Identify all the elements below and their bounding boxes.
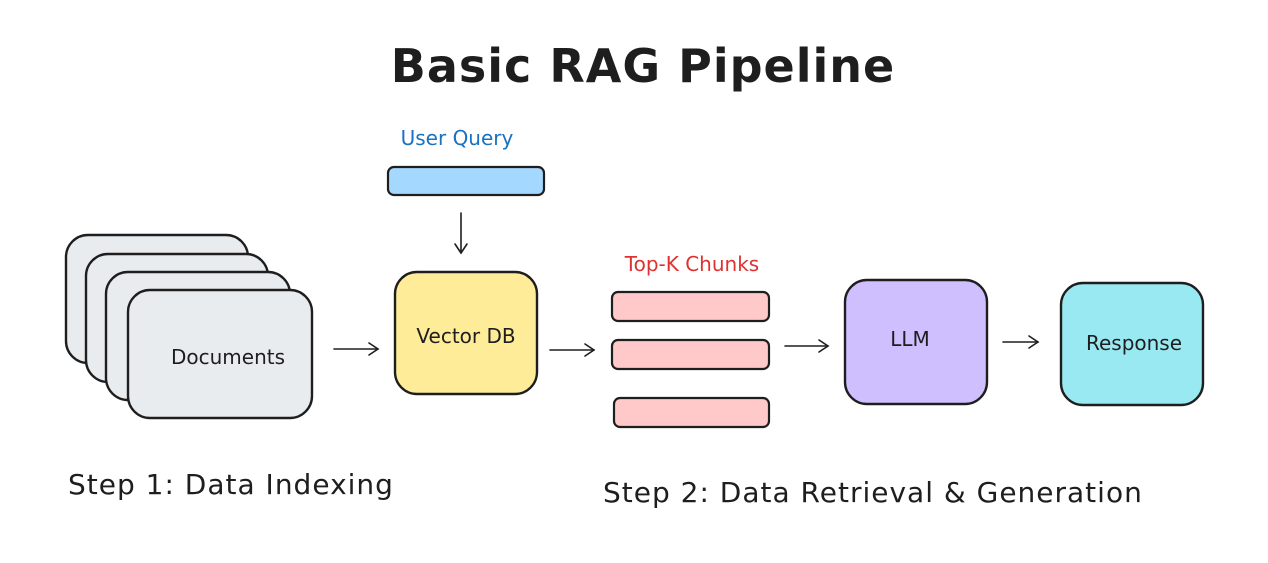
arrow-chunks-to-llm (784, 339, 830, 353)
response-label: Response (1086, 331, 1182, 355)
user-query-bar (386, 165, 546, 197)
arrow-llm-to-response (1002, 335, 1040, 349)
documents-label: Documents (171, 345, 285, 369)
vector-db-node (393, 270, 539, 396)
step-1-label: Step 1: Data Indexing (68, 468, 394, 501)
vector-db-label: Vector DB (416, 324, 515, 348)
chunk-1 (610, 290, 771, 323)
diagram-title: Basic RAG Pipeline (391, 39, 895, 93)
chunk-2 (610, 338, 771, 371)
arrow-query-to-vectordb (454, 212, 468, 255)
chunk-3 (612, 396, 771, 429)
top-k-chunks-label: Top-K Chunks (624, 252, 759, 276)
arrow-documents-to-vectordb (333, 342, 380, 356)
arrow-vectordb-to-chunks (549, 343, 596, 357)
documents-stack: Documents (64, 233, 314, 420)
llm-label: LLM (890, 327, 930, 351)
llm-node (843, 278, 989, 406)
documents-node (126, 288, 314, 420)
response-node (1059, 281, 1205, 407)
user-query-label: User Query (401, 126, 514, 150)
step-2-label: Step 2: Data Retrieval & Generation (603, 476, 1143, 509)
